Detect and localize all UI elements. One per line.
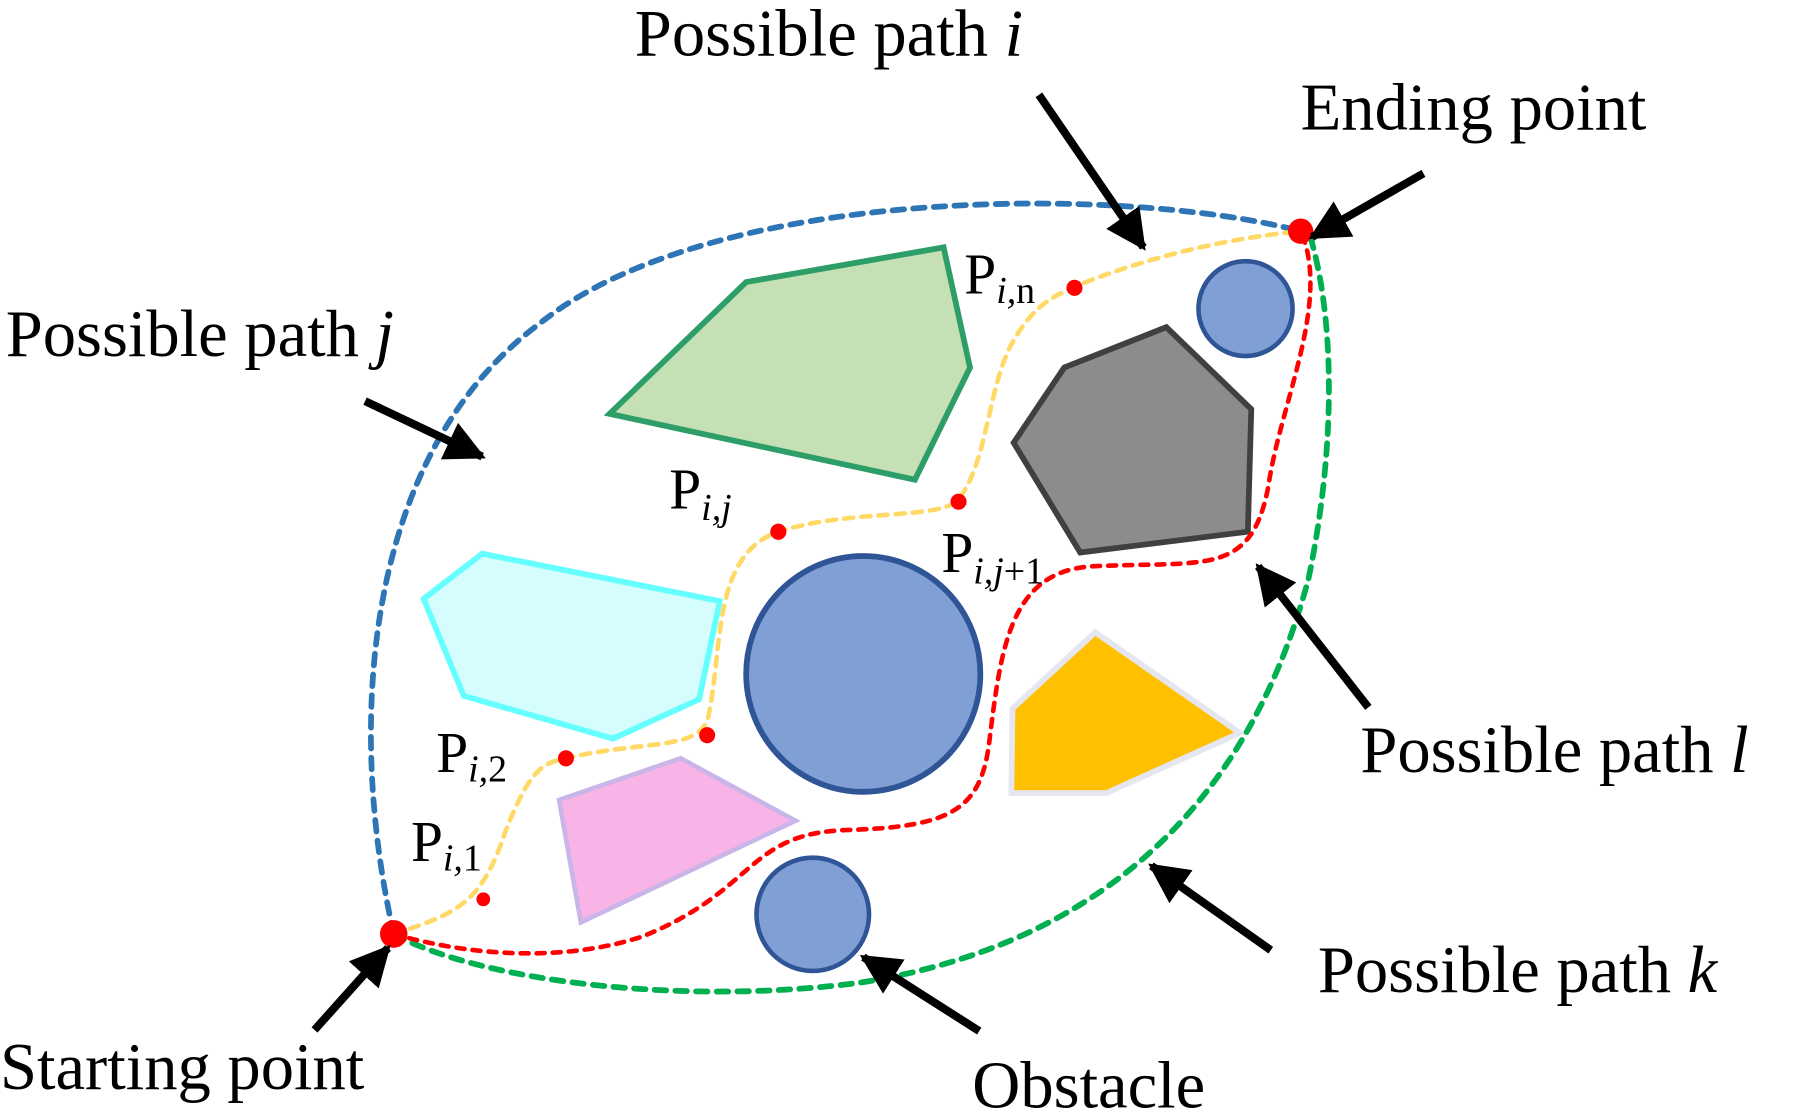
arrow-path-l: [1255, 563, 1372, 710]
arrow-path-i: [1035, 92, 1147, 251]
arrow-starting-point: [311, 944, 391, 1033]
path-j-blue: [368, 200, 1304, 937]
obstacle-small-circle-top: [1196, 258, 1295, 359]
arrow-ending-point: [1308, 169, 1426, 241]
label-obstacle: Obstacle: [972, 1048, 1205, 1112]
start-point: [379, 920, 408, 948]
label-p-i-1: Pi,1: [411, 811, 482, 879]
label-p-i-2: Pi,2: [436, 722, 507, 790]
obstacle-small-circle-bottom: [754, 855, 872, 974]
path-k-green: [390, 228, 1332, 995]
path-l-red: [391, 228, 1313, 956]
waypoint-p-i-j: [770, 523, 787, 540]
arrow-path-k: [1148, 862, 1274, 954]
label-p-i-j1: Pi,j+1: [941, 522, 1044, 593]
label-path-k: Possible path k: [1318, 933, 1719, 1007]
label-ending-point: Ending point: [1301, 70, 1647, 144]
obstacle-pink-polygon: [556, 755, 801, 926]
waypoint-p-i-j1: [950, 493, 967, 510]
label-path-j: Possible path j: [6, 297, 394, 371]
label-path-l: Possible path l: [1360, 713, 1748, 787]
waypoint-p-i-2: [557, 750, 574, 767]
obstacle-green-polygon: [603, 244, 974, 484]
label-p-i-n: Pi,n: [964, 243, 1035, 311]
obstacle-cyan-polygon: [420, 550, 724, 742]
end-point: [1288, 218, 1314, 244]
arrow-obstacle: [859, 953, 982, 1035]
obstacle-large-circle: [743, 553, 984, 795]
arrow-path-j: [363, 397, 486, 461]
waypoint-p-i-n: [1066, 279, 1083, 296]
label-p-i-j: Pi,j: [669, 458, 731, 529]
waypoint-p-i-2b: [699, 727, 716, 744]
obstacle-orange-polygon: [1008, 628, 1246, 796]
obstacle-gray-polygon: [1010, 323, 1255, 556]
label-path-i: Possible path i: [635, 0, 1023, 71]
label-starting-point: Starting point: [0, 1030, 365, 1104]
waypoint-p-i-1: [476, 892, 491, 907]
